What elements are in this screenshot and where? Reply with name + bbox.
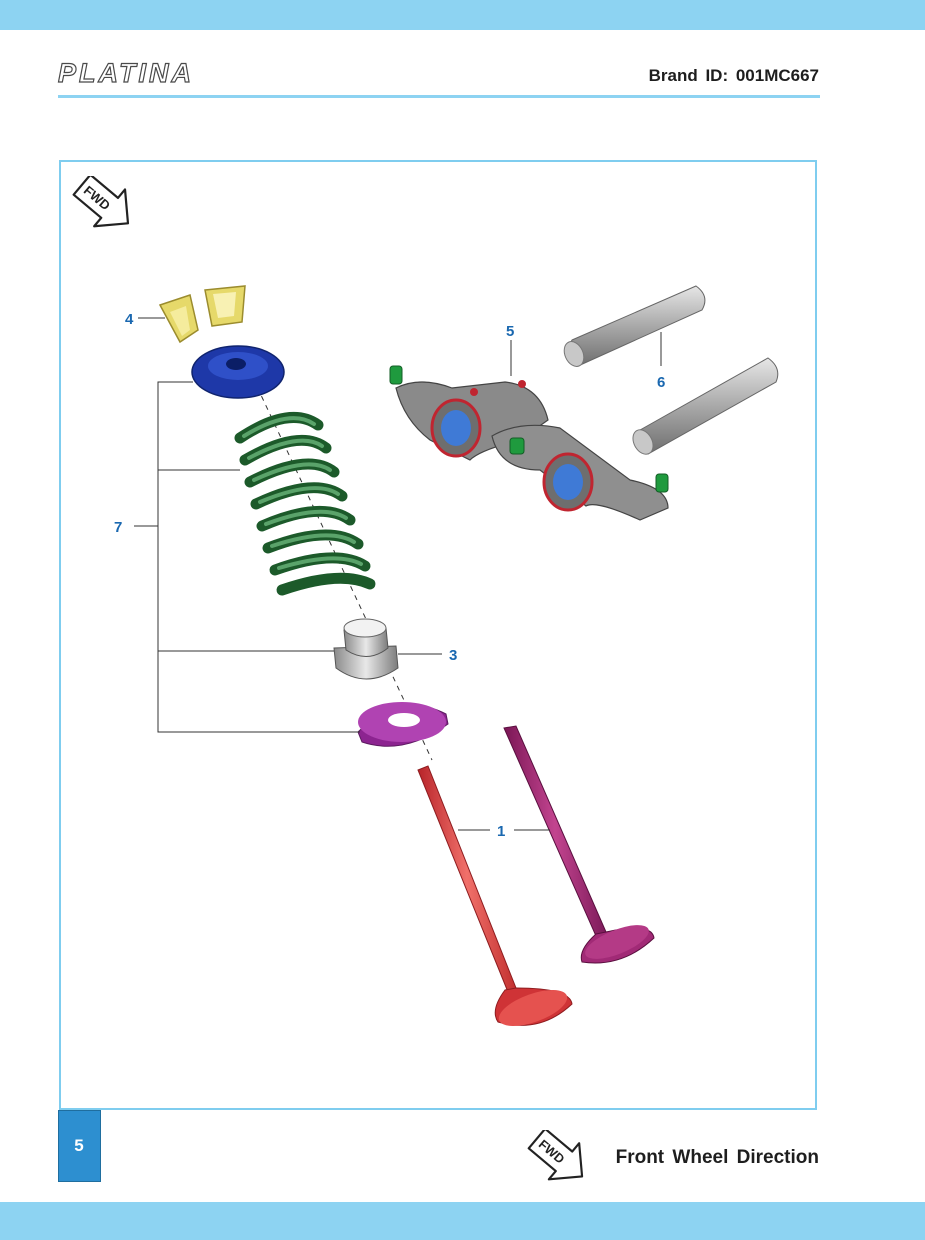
platina-logo: PLATINA bbox=[57, 57, 298, 88]
spring-seat-washer bbox=[357, 702, 449, 747]
exhaust-valve-magenta bbox=[503, 725, 655, 964]
callout-3: 3 bbox=[449, 647, 457, 664]
fwd-legend-arrow-icon: FWD bbox=[527, 1130, 584, 1181]
page-number-box: 5 bbox=[58, 1110, 101, 1182]
top-color-band bbox=[0, 0, 925, 30]
bracket-7 bbox=[134, 381, 360, 733]
spring-retainer bbox=[191, 345, 285, 399]
leader-lines bbox=[134, 317, 662, 831]
rocker-arm-assembly bbox=[389, 365, 669, 521]
fwd-arrow-icon: FWD bbox=[72, 176, 130, 228]
callout-5: 5 bbox=[506, 323, 514, 340]
diagram-frame bbox=[59, 160, 817, 1110]
fwd-legend-text: Front Wheel Direction bbox=[615, 1147, 819, 1168]
rocker-shaft-lower bbox=[632, 357, 779, 455]
page-number: 5 bbox=[74, 1136, 84, 1155]
callout-1: 1 bbox=[497, 823, 505, 840]
callout-6: 6 bbox=[657, 374, 665, 391]
callout-7: 7 bbox=[114, 519, 122, 536]
header-rule bbox=[58, 95, 820, 98]
logo-text: PLATINA bbox=[57, 57, 194, 88]
valve-collets bbox=[158, 285, 246, 344]
intake-valve-red bbox=[417, 765, 573, 1027]
spring-seat-cup bbox=[333, 618, 399, 680]
callout-4: 4 bbox=[125, 311, 134, 328]
brand-id: Brand ID: 001MC667 bbox=[648, 66, 819, 85]
valve-spring bbox=[234, 411, 376, 596]
bottom-color-band bbox=[0, 1202, 925, 1240]
rocker-shaft-upper bbox=[563, 285, 706, 367]
